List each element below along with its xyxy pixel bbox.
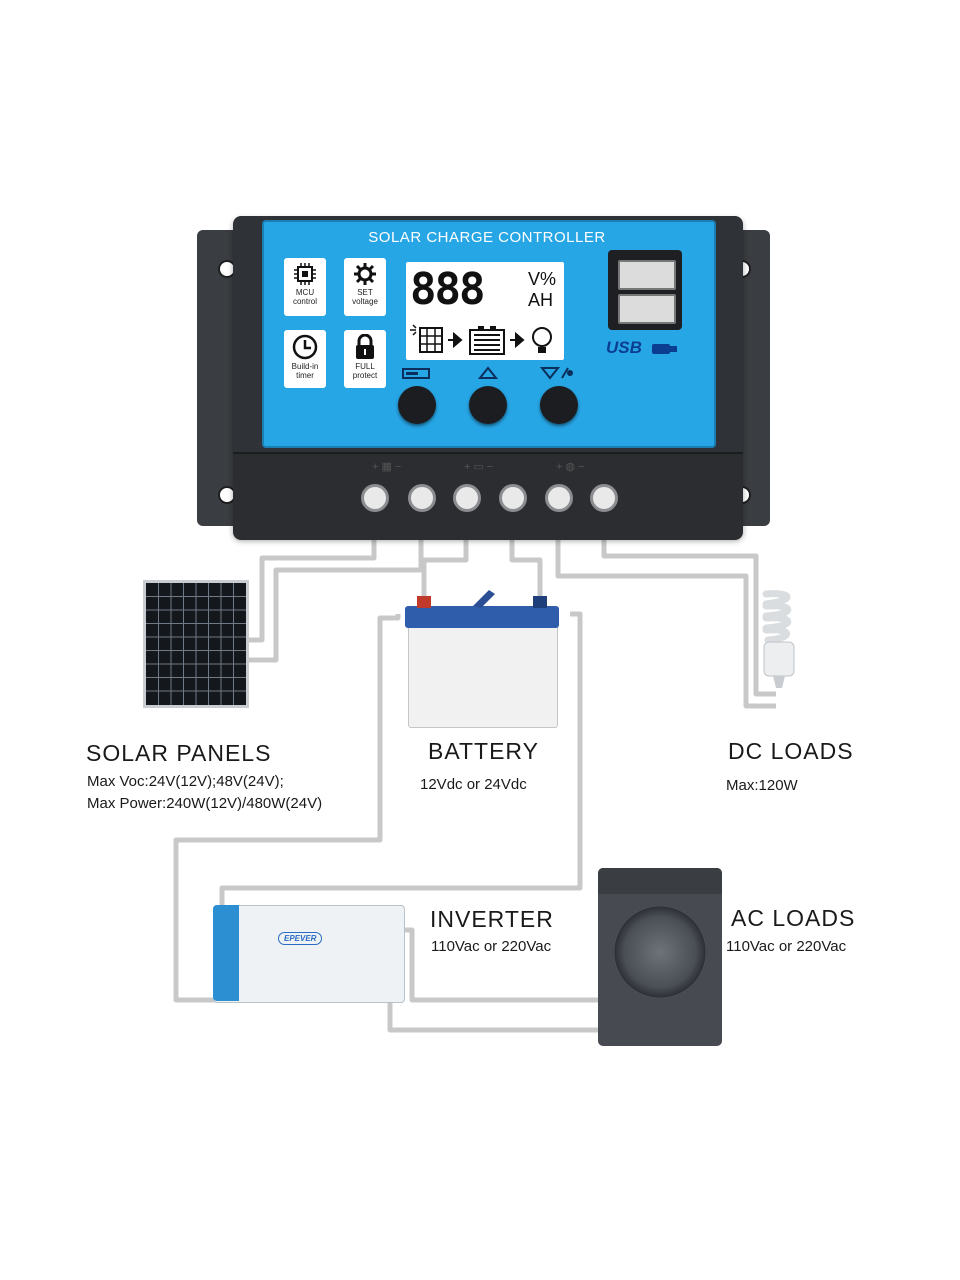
bulb-icon (532, 327, 552, 353)
lcd-unit-bottom: AH (528, 290, 554, 310)
lcd-digits: 888 (410, 264, 485, 315)
feature-set-voltage: SET voltage (344, 258, 386, 316)
clock-icon (292, 334, 318, 360)
terminal-screw (590, 484, 618, 512)
feature-label: FULL protect (352, 362, 378, 380)
terminal-screw (545, 484, 573, 512)
gear-icon (354, 263, 376, 285)
battery-wire-positive (421, 538, 469, 604)
washer-control-panel (598, 868, 722, 894)
dc-loads-spec: Max:120W (726, 777, 798, 794)
battery-to-inverter-wire-a (173, 614, 401, 1003)
battery-wire-negative (509, 538, 543, 604)
feature-full-protect: FULL protect (344, 330, 386, 388)
down-button[interactable] (540, 386, 578, 424)
terminal-block (233, 452, 743, 540)
feature-mcu-control: MCU control (284, 258, 326, 316)
dc-loads-title: DC LOADS (728, 738, 854, 764)
inverter-title: INVERTER (430, 906, 554, 932)
inverter (213, 905, 405, 1003)
solar-cells (146, 583, 246, 705)
inverter-to-ac-wire-a (403, 927, 598, 1003)
menu-icon (402, 368, 430, 379)
ac-loads-title: AC LOADS (731, 905, 856, 931)
menu-button[interactable] (398, 386, 436, 424)
usb-label: USB (606, 338, 642, 357)
usb-ports (608, 250, 682, 330)
solar-panels-title: SOLAR PANELS (86, 740, 272, 766)
lcd-flow-icons (410, 324, 552, 355)
cfl-bulb (762, 590, 795, 688)
battery (408, 610, 558, 728)
terminal-symbol-load: + ◍ − (556, 461, 585, 473)
terminal-symbol-solar: + ▦ − (372, 461, 402, 473)
battery-spec: 12Vdc or 24Vdc (420, 776, 527, 793)
battery-to-inverter-wire-b (219, 611, 583, 910)
lock-icon (356, 334, 374, 359)
up-arrow-icon (478, 366, 498, 379)
inverter-side-panel (213, 905, 239, 1001)
inverter-to-ac-wire-b (387, 1001, 598, 1033)
arrow-right-icon (448, 331, 463, 349)
terminal-screw (361, 484, 389, 512)
solar-panel (143, 580, 249, 708)
load-wire-negative (601, 538, 776, 697)
solar-wire-positive (246, 538, 377, 643)
feature-label: MCU control (292, 288, 317, 306)
lcd-unit-top: V% (528, 269, 557, 289)
usb-port-1[interactable] (618, 260, 676, 290)
solar-panels-spec-2: Max Power:240W(12V)/480W(24V) (87, 795, 323, 812)
ac-loads-spec: 110Vac or 220Vac (726, 938, 847, 955)
usb-port-2[interactable] (618, 294, 676, 324)
arrow-right-icon (510, 331, 525, 349)
washer-door (614, 906, 706, 998)
inverter-brand-logo: EPEVER (278, 932, 323, 945)
battery-terminals (417, 590, 547, 608)
feature-label: Build-in timer (291, 362, 319, 380)
solar-panel-icon (410, 324, 443, 353)
usb-plug-icon (652, 344, 677, 354)
solar-panels-spec-1: Max Voc:24V(12V);48V(24V); (87, 773, 284, 790)
battery-title: BATTERY (428, 738, 539, 764)
battery-icon (469, 326, 505, 355)
terminal-symbol-battery: + ▭ − (464, 461, 494, 473)
down-arrow-icon (540, 367, 573, 380)
terminal-screw (408, 484, 436, 512)
feature-label: SET voltage (352, 288, 378, 306)
terminal-screw (453, 484, 481, 512)
chip-icon (294, 263, 316, 285)
feature-build-in-timer: Build-in timer (284, 330, 326, 388)
terminal-screw (499, 484, 527, 512)
battery-lid (405, 606, 559, 628)
up-button[interactable] (469, 386, 507, 424)
solar-wire-negative (246, 538, 424, 663)
controller-title: SOLAR CHARGE CONTROLLER (368, 229, 606, 246)
inverter-spec: 110Vac or 220Vac (431, 938, 552, 955)
load-wire-positive (555, 538, 776, 709)
